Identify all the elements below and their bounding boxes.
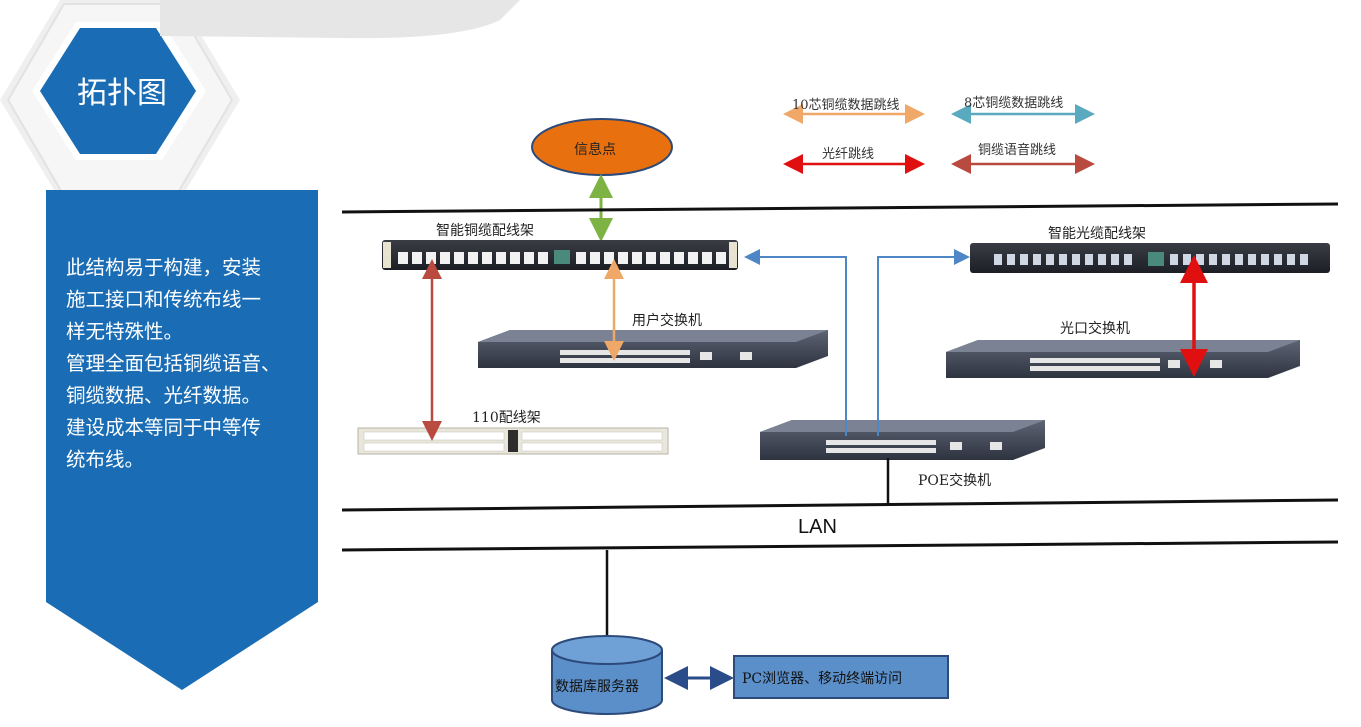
copper-patch-panel bbox=[382, 240, 738, 270]
info-point-label: 信息点 bbox=[574, 142, 616, 158]
poe-switch bbox=[760, 420, 1045, 460]
copper-panel-label: 智能铜缆配线架 bbox=[436, 223, 534, 239]
description-line: 样无特殊性。 bbox=[66, 320, 184, 343]
description-line: 统布线。 bbox=[66, 448, 145, 471]
pc-access-label: PC浏览器、移动终端访问 bbox=[742, 671, 903, 687]
lan-label: LAN bbox=[798, 516, 837, 538]
fiber-switch-label: 光口交换机 bbox=[1060, 321, 1130, 337]
lan-line-bottom bbox=[341, 540, 1339, 552]
header-bar bbox=[160, 0, 520, 39]
title-badge bbox=[0, 0, 240, 200]
description-line: 此结构易于构建，安装 bbox=[66, 256, 262, 279]
fiber-switch bbox=[946, 340, 1300, 378]
poe-to-fiber-panel-link bbox=[877, 249, 970, 436]
db-server-label: 数据库服务器 bbox=[555, 679, 639, 695]
description-line: 铜缆数据、光纤数据。 bbox=[66, 384, 262, 407]
legend-copper8-label: 8芯铜缆数据跳线 bbox=[964, 96, 1064, 111]
legend-voice-label: 铜缆语音跳线 bbox=[978, 143, 1057, 158]
description-line: 建设成本等同于中等传 bbox=[66, 416, 262, 439]
poe-to-copper-panel-link bbox=[744, 249, 847, 436]
page-title: 拓扑图 bbox=[77, 76, 167, 111]
fiber-panel-label: 智能光缆配线架 bbox=[1048, 226, 1146, 242]
description-line: 施工接口和传统布线一 bbox=[66, 288, 262, 311]
poe-switch-label: POE交换机 bbox=[918, 473, 992, 489]
panel-110 bbox=[357, 427, 669, 455]
description-panel bbox=[46, 190, 318, 690]
panel-110-label: 110配线架 bbox=[472, 410, 541, 426]
fiber-patch-panel bbox=[970, 243, 1330, 273]
legend-fiber-label: 光纤跳线 bbox=[822, 147, 875, 162]
description-line: 管理全面包括铜缆语音、 bbox=[66, 352, 281, 375]
user-switch bbox=[478, 330, 828, 368]
description-text: 此结构易于构建，安装 施工接口和传统布线一 样无特殊性。 管理全面包括铜缆语音、… bbox=[66, 252, 316, 476]
legend-copper10-label: 10芯铜缆数据跳线 bbox=[792, 98, 900, 113]
lan-line-top bbox=[341, 498, 1339, 512]
database-server-node bbox=[551, 635, 663, 715]
zone-border-top bbox=[341, 202, 1339, 214]
legend bbox=[783, 104, 1095, 174]
user-switch-label: 用户交换机 bbox=[632, 313, 702, 329]
pc-access-node bbox=[733, 655, 949, 699]
